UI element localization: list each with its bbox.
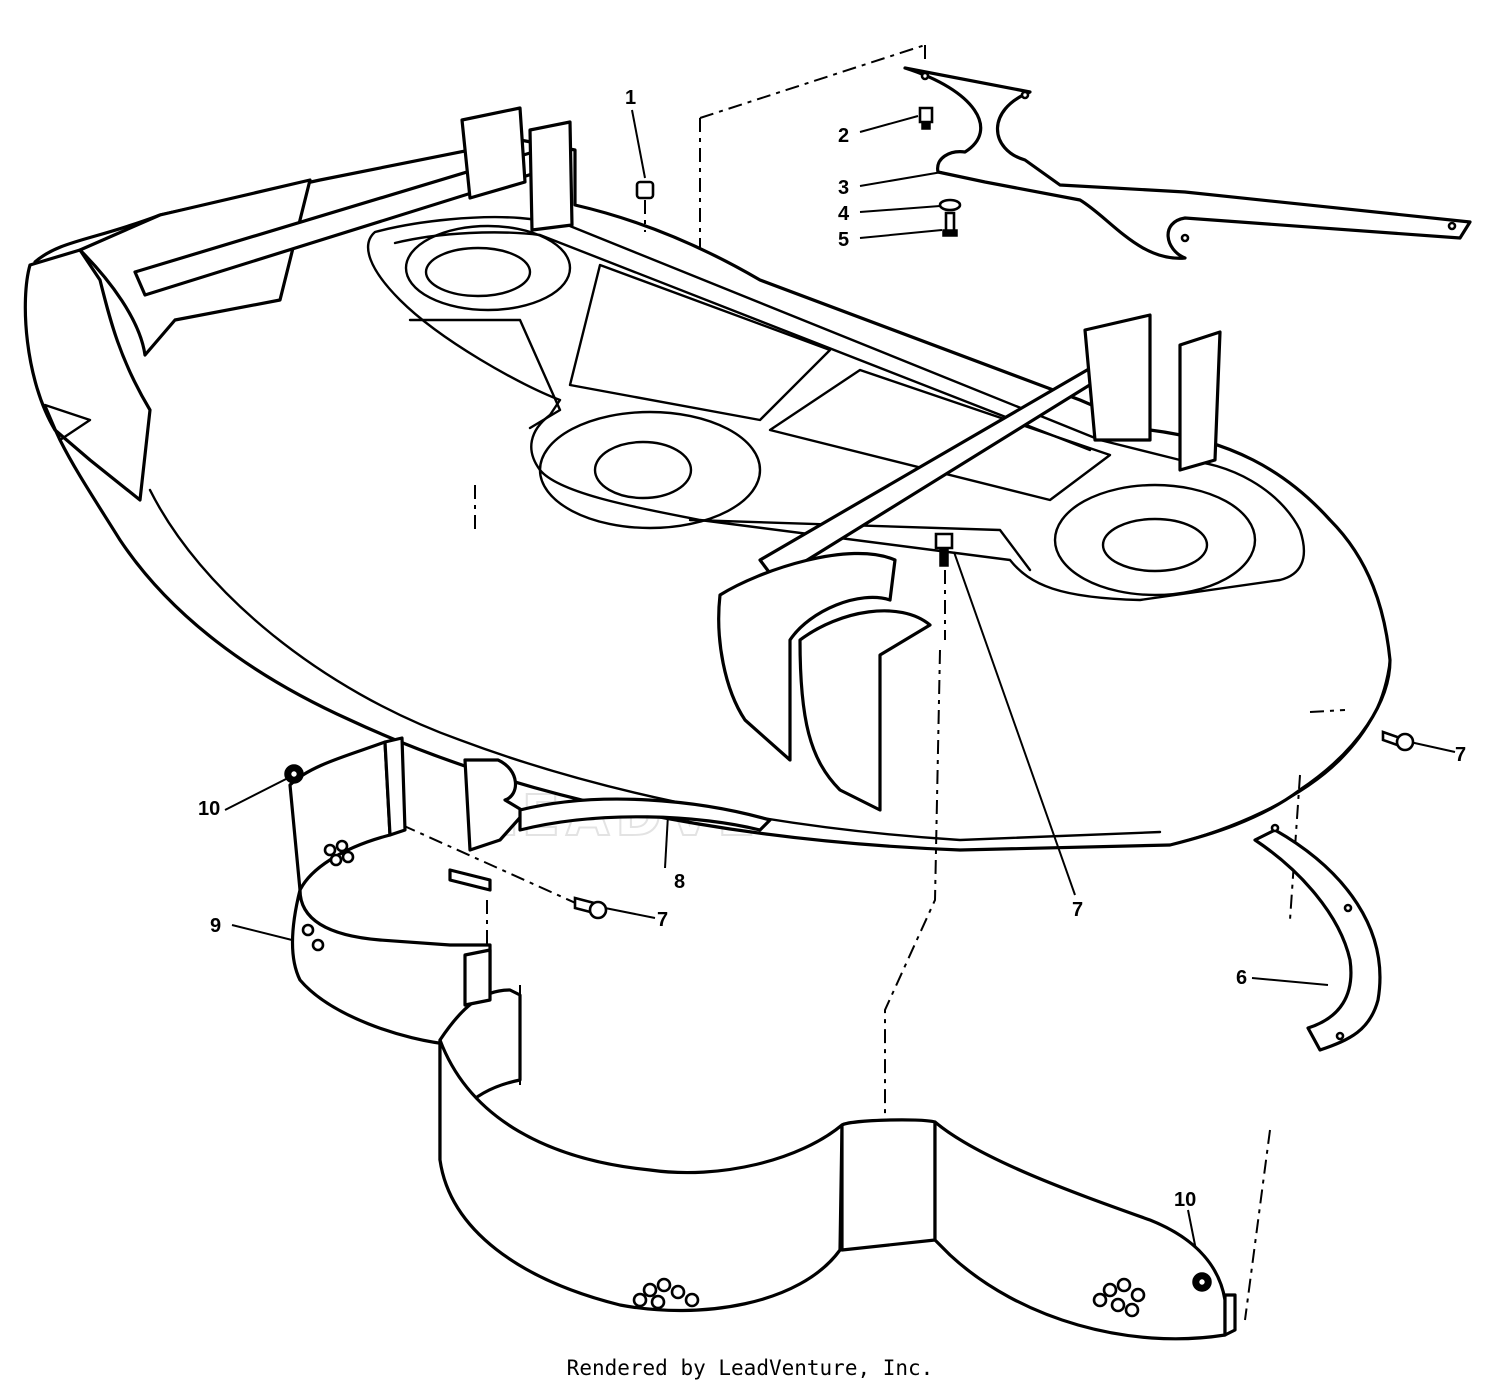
callout-2: 2 [838, 125, 849, 147]
lower-baffle-assembly [288, 736, 1237, 1341]
callout-8: 8 [674, 871, 685, 893]
callout-3: 3 [838, 177, 849, 199]
callout-10-right: 10 [1174, 1189, 1196, 1211]
callout-7-right: 7 [1455, 744, 1466, 766]
callout-7-left: 7 [657, 909, 668, 931]
hardware-top [635, 106, 962, 567]
leader-lines [224, 44, 1456, 1321]
callout-labels: 1 2 3 4 5 6 7 7 7 8 9 10 10 [198, 87, 1466, 1211]
hardware-bottom [284, 730, 1415, 1292]
hole-cluster [301, 839, 1146, 1318]
callout-5: 5 [838, 229, 849, 251]
callout-7-center: 7 [1072, 899, 1083, 921]
baffle-strip-6 [1253, 823, 1382, 1052]
callout-1: 1 [625, 87, 636, 109]
top-baffle-plate [903, 66, 1472, 260]
deck-housing [23, 106, 1392, 852]
callout-9: 9 [210, 915, 221, 937]
callout-10-left: 10 [198, 798, 220, 820]
callout-4: 4 [838, 203, 850, 225]
callout-6: 6 [1236, 967, 1247, 989]
footer-credit: Rendered by LeadVenture, Inc. [566, 1356, 934, 1380]
